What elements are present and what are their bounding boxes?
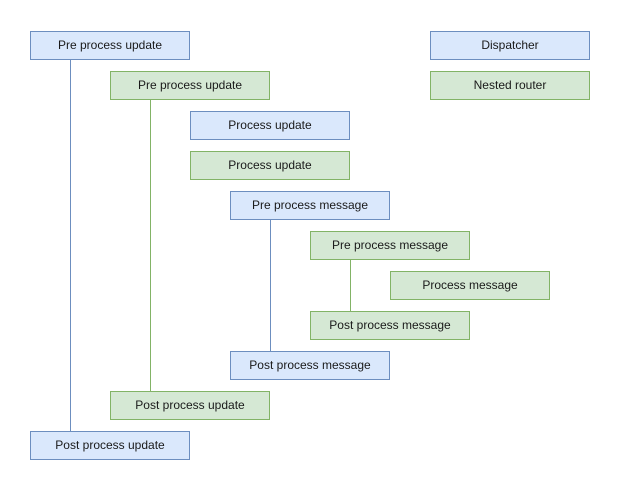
node-process-update-dispatcher[interactable]: Process update	[190, 111, 350, 140]
connector-nested-router-update	[150, 100, 151, 391]
node-post-process-message-dispatcher[interactable]: Post process message	[230, 351, 390, 380]
node-process-message-router[interactable]: Process message	[390, 271, 550, 300]
node-post-process-update-router[interactable]: Post process update	[110, 391, 270, 420]
connector-dispatcher-message	[270, 220, 271, 351]
node-pre-process-message-router[interactable]: Pre process message	[310, 231, 470, 260]
legend-item-nested-router: Nested router	[430, 71, 590, 100]
connector-dispatcher-update	[70, 60, 71, 431]
connector-nested-router-message	[350, 260, 351, 311]
legend-item-dispatcher: Dispatcher	[430, 31, 590, 60]
node-pre-process-update-dispatcher[interactable]: Pre process update	[30, 31, 190, 60]
node-pre-process-update-router[interactable]: Pre process update	[110, 71, 270, 100]
node-post-process-update-dispatcher[interactable]: Post process update	[30, 431, 190, 460]
node-pre-process-message-dispatcher[interactable]: Pre process message	[230, 191, 390, 220]
node-process-update-router[interactable]: Process update	[190, 151, 350, 180]
node-post-process-message-router[interactable]: Post process message	[310, 311, 470, 340]
